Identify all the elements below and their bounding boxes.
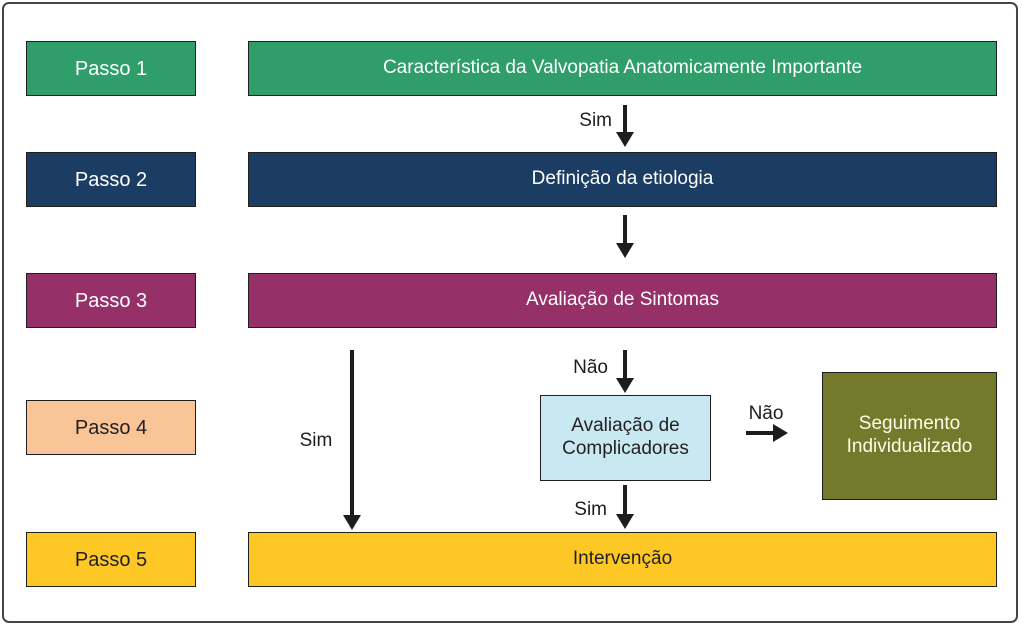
followup-box: Seguimento Individualizado — [822, 372, 997, 500]
label-sim-below-complicators: Sim — [574, 499, 607, 520]
label-sim-top: Sim — [579, 110, 612, 131]
step-box-passo-3: Passo 3 — [26, 273, 196, 328]
long-down-arrow-sim-icon — [343, 350, 361, 530]
flow-bar-symptoms: Avaliação de Sintomas — [248, 273, 997, 328]
step-box-passo-5: Passo 5 — [26, 532, 196, 587]
flow-bar-etiology: Definição da etiologia — [248, 152, 997, 207]
step-box-passo-4: Passo 4 — [26, 400, 196, 455]
down-arrow-etiology-icon — [616, 215, 634, 258]
flow-bar-characteristic: Característica da Valvopatia Anatomicame… — [248, 41, 997, 96]
down-arrow-nao-icon — [616, 350, 634, 393]
flow-bar-intervention: Intervenção — [248, 532, 997, 587]
right-arrow-nao-icon — [746, 424, 788, 442]
outer-border — [2, 2, 1018, 623]
down-arrow-sim-2-icon — [616, 485, 634, 529]
step-box-passo-1: Passo 1 — [26, 41, 196, 96]
complicators-box: Avaliação de Complicadores — [540, 395, 711, 481]
down-arrow-sim-1-icon — [616, 105, 634, 147]
label-sim-long-arrow: Sim — [299, 430, 333, 451]
label-nao-above-complicators: Não — [573, 357, 608, 378]
step-box-passo-2: Passo 2 — [26, 152, 196, 207]
label-nao-right: Não — [748, 403, 784, 424]
